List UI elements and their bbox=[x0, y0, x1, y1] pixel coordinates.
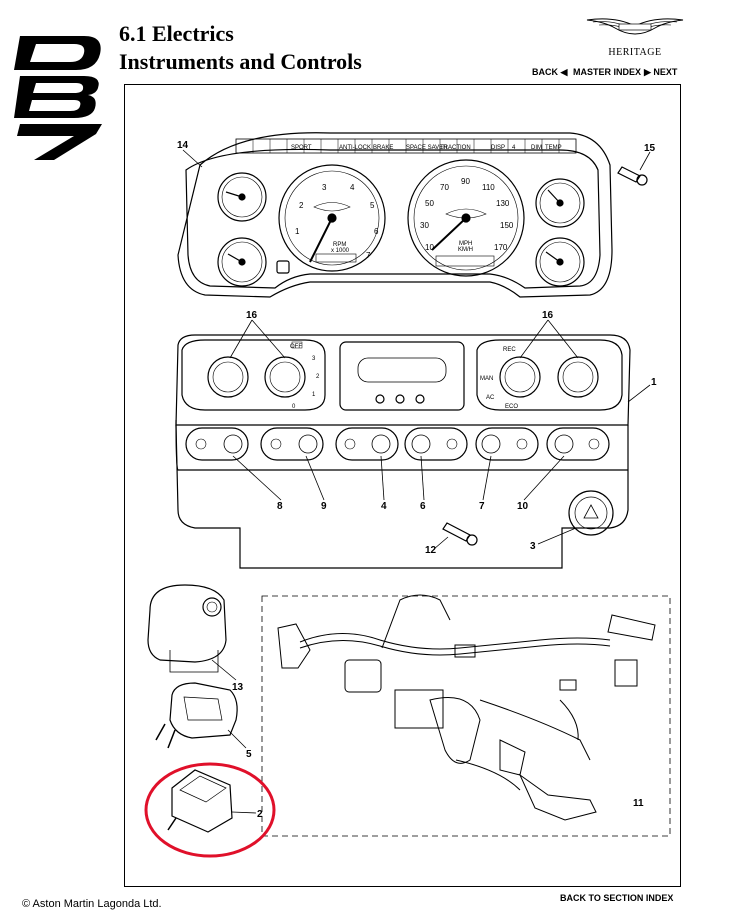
callout-3: 3 bbox=[530, 541, 536, 552]
callout-8: 8 bbox=[277, 501, 283, 512]
section-title: Instruments and Controls bbox=[119, 49, 362, 74]
heater-left-mark-3: 3 bbox=[312, 356, 316, 362]
aston-martin-wings-logo bbox=[586, 18, 684, 35]
callout-1: 1 bbox=[651, 377, 657, 388]
speed-num-70: 70 bbox=[440, 183, 449, 192]
back-link[interactable]: BACK ◀ bbox=[532, 67, 568, 77]
speed-num-10: 10 bbox=[425, 243, 434, 252]
speed-num-150: 150 bbox=[500, 221, 514, 230]
speed-num-50: 50 bbox=[425, 199, 434, 208]
db7-logo bbox=[14, 30, 106, 165]
callout-10: 10 bbox=[517, 501, 529, 512]
heater-right-mark-eco: ECO bbox=[505, 404, 518, 410]
heater-left-mark-2: 2 bbox=[316, 374, 320, 380]
speed-label: MPH bbox=[459, 241, 472, 247]
callout-7: 7 bbox=[479, 501, 485, 512]
heater-right-mark-ac: AC bbox=[486, 395, 495, 401]
lamp-label-disp: DISP bbox=[491, 145, 505, 151]
callout-16-right: 16 bbox=[542, 310, 554, 321]
callout-11: 11 bbox=[633, 798, 644, 809]
rpm-num-1: 1 bbox=[295, 227, 300, 236]
db7-logo-graphic bbox=[14, 36, 102, 160]
callout-4: 4 bbox=[381, 501, 387, 512]
callout-5: 5 bbox=[246, 749, 252, 760]
rpm-sub-label: x 1000 bbox=[331, 248, 350, 254]
heater-right-mark-man: MAN bbox=[480, 376, 493, 382]
back-to-section-index-link[interactable]: BACK TO SECTION INDEX bbox=[560, 893, 674, 903]
rpm-num-7: 7 bbox=[366, 251, 371, 260]
lamp-label-sport: SPORT bbox=[291, 145, 312, 151]
copyright: © Aston Martin Lagonda Ltd. bbox=[22, 898, 162, 910]
lamp-label-traction: TRACTION bbox=[440, 145, 471, 151]
section-number: 6.1 Electrics bbox=[119, 21, 234, 46]
speed-num-90: 90 bbox=[461, 177, 470, 186]
lamp-label-temp: TEMP bbox=[545, 145, 562, 151]
heater-left-mark-1: 1 bbox=[312, 392, 316, 398]
callout-6: 6 bbox=[420, 501, 426, 512]
callout-16-left: 16 bbox=[246, 310, 258, 321]
callout-2: 2 bbox=[257, 809, 263, 820]
heater-left-mark-0: 0 bbox=[292, 404, 296, 410]
speed-num-130: 130 bbox=[496, 199, 510, 208]
speed-num-30: 30 bbox=[420, 221, 429, 230]
heritage-label: HERITAGE bbox=[608, 47, 662, 58]
lamp-label-brake: BRAKE bbox=[373, 145, 393, 151]
lamp-label-space-saver: SPACE SAVER bbox=[406, 145, 448, 151]
rpm-num-2: 2 bbox=[299, 201, 304, 210]
speed-sub-label: KM/H bbox=[458, 247, 473, 253]
speed-num-110: 110 bbox=[482, 183, 495, 192]
heater-right-mark-rec: REC bbox=[503, 347, 516, 353]
master-index-link[interactable]: MASTER INDEX bbox=[573, 67, 642, 77]
lamp-label-dim: DIM bbox=[531, 145, 542, 151]
callout-14: 14 bbox=[177, 140, 189, 151]
heater-left-mark-off: OFF bbox=[290, 344, 302, 350]
callout-15: 15 bbox=[644, 143, 656, 154]
lamp-label-anti-lock: ANTI-LOCK bbox=[339, 145, 371, 151]
callout-9: 9 bbox=[321, 501, 327, 512]
speed-num-170: 170 bbox=[494, 243, 508, 252]
next-link[interactable]: ▶ NEXT bbox=[644, 67, 678, 77]
rpm-num-3: 3 bbox=[322, 183, 327, 192]
page-title: 6.1 Electrics Instruments and Controls bbox=[119, 20, 362, 76]
callout-13: 13 bbox=[232, 682, 244, 693]
callout-12: 12 bbox=[425, 545, 437, 556]
diagram-frame bbox=[124, 84, 681, 887]
rpm-num-5: 5 bbox=[370, 201, 375, 210]
lamp-label-4: 4 bbox=[512, 145, 516, 151]
rpm-num-6: 6 bbox=[374, 227, 379, 236]
rpm-label: RPM bbox=[333, 242, 346, 248]
rpm-num-4: 4 bbox=[350, 183, 355, 192]
aston-martin-brand: HERITAGE bbox=[585, 10, 685, 58]
